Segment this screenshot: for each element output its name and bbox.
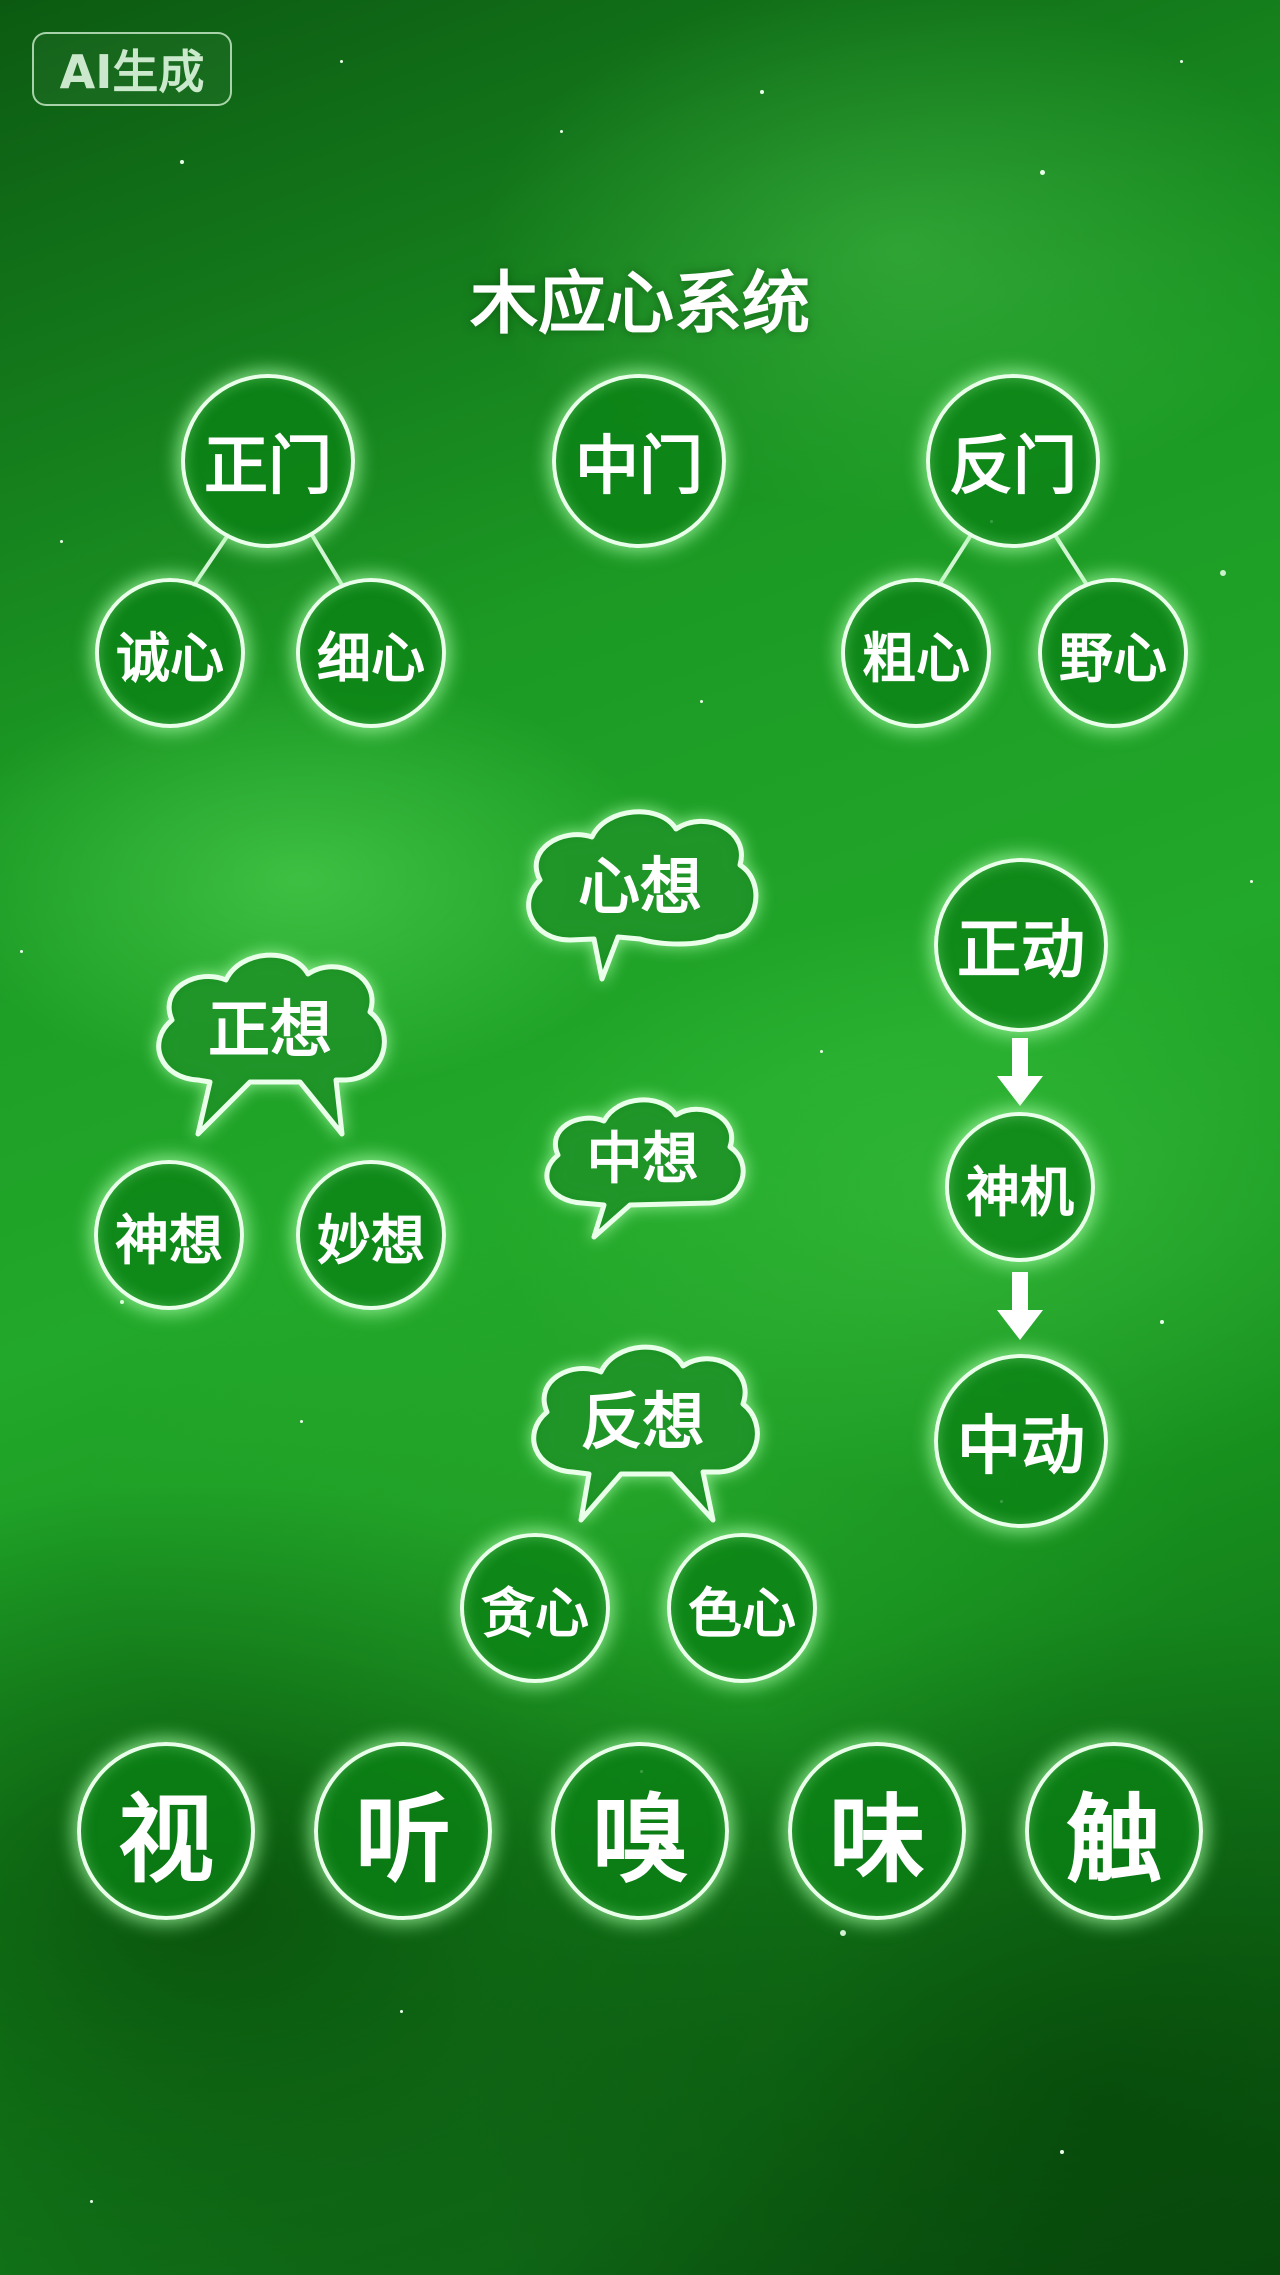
edge-fanmen-yexin xyxy=(1053,533,1089,587)
node-tanxin: 贪心 xyxy=(460,1533,610,1683)
sense-hearing: 听 xyxy=(314,1742,492,1920)
cloud-shape xyxy=(526,809,759,982)
bubble-xinxiang-label: 心想 xyxy=(577,850,702,923)
edge-zhengmen-chengxin xyxy=(192,533,230,587)
edge-fanmen-cuxin xyxy=(937,533,973,587)
bubble-zhongxiang-label: 中想 xyxy=(586,1127,699,1192)
bubble-fanxiang-label: 反想 xyxy=(580,1385,705,1458)
node-cuxin: 粗心 xyxy=(841,578,991,728)
node-zhongdong: 中动 xyxy=(934,1354,1108,1528)
diagram-title: 木应心系统 xyxy=(469,265,810,344)
sense-sight: 视 xyxy=(77,1742,255,1920)
node-xixin: 细心 xyxy=(296,578,446,728)
bubble-zhongxiang: 中想 xyxy=(530,1085,755,1245)
bubble-fanxiang: 反想 xyxy=(515,1330,770,1530)
edge-zhengmen-xixin xyxy=(310,533,344,587)
arrow-down-icon xyxy=(997,1038,1043,1106)
sense-smell: 嗅 xyxy=(551,1742,729,1920)
node-yexin: 野心 xyxy=(1038,578,1188,728)
node-zhengdong: 正动 xyxy=(934,858,1108,1032)
node-shenxiang: 神想 xyxy=(94,1160,244,1310)
node-fanmen: 反门 xyxy=(926,374,1100,548)
cloud-shape xyxy=(531,1344,760,1523)
cloud-shape xyxy=(544,1097,746,1240)
node-zhongmen: 中门 xyxy=(552,374,726,548)
sense-touch: 触 xyxy=(1025,1742,1203,1920)
bubble-xinxiang: 心想 xyxy=(510,795,770,995)
node-miaoxiang: 妙想 xyxy=(296,1160,446,1310)
node-shenji: 神机 xyxy=(945,1112,1095,1262)
ai-generated-badge: AI生成 xyxy=(32,32,232,106)
node-chengxin: 诚心 xyxy=(95,578,245,728)
node-zhengmen: 正门 xyxy=(181,374,355,548)
cloud-shape xyxy=(156,952,387,1137)
sense-taste: 味 xyxy=(788,1742,966,1920)
bubble-zhengxiang-label: 正想 xyxy=(207,993,332,1066)
bubble-zhengxiang: 正想 xyxy=(140,938,400,1143)
node-sexin: 色心 xyxy=(667,1533,817,1683)
arrow-down-icon xyxy=(997,1272,1043,1340)
